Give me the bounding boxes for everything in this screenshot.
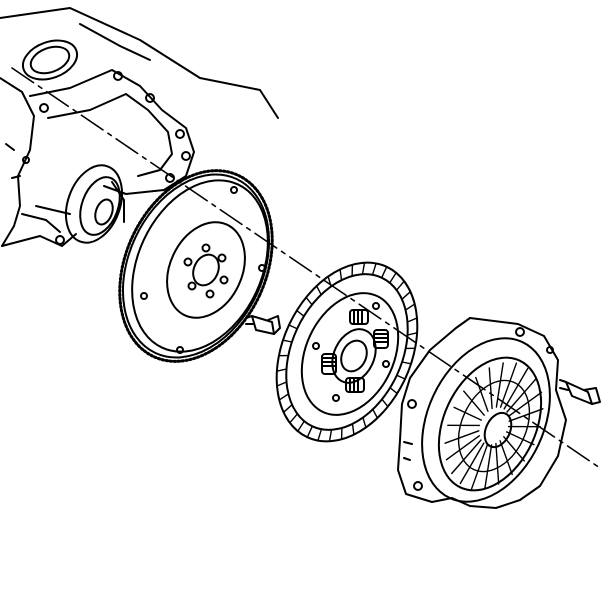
friction-segment-line [401, 361, 412, 365]
crankshaft-flange [64, 164, 125, 244]
diaphragm-finger-line [445, 435, 480, 461]
engine-block [0, 7, 279, 247]
friction-segment-line [306, 425, 313, 438]
diaphragm-finger-line [495, 442, 500, 485]
pressure-plate [397, 317, 567, 509]
diaphragm-finger-line [463, 390, 485, 416]
friction-segment-line [282, 404, 293, 413]
friction-segment-line [315, 285, 322, 296]
diaphragm-finger-line [499, 362, 518, 408]
flywheel-bolt [245, 315, 281, 335]
friction-segment-line [381, 398, 389, 408]
friction-segment-line [327, 275, 332, 288]
diaphragm-finger-line [508, 391, 543, 417]
flywheel [118, 169, 274, 363]
center-axis-line [11, 67, 601, 469]
pressure-plate-bolt [559, 379, 601, 405]
friction-segment-line [381, 266, 388, 279]
friction-segment-line [305, 296, 313, 306]
friction-segment-line [362, 416, 367, 429]
friction-segment-line [297, 420, 305, 432]
diaphragm-finger-line [451, 439, 482, 475]
diaphragm-finger-line [506, 431, 535, 446]
diaphragm-finger-line [503, 436, 525, 462]
diaphragm-finger-line [495, 362, 504, 408]
friction-segment-line [372, 408, 379, 419]
friction-segment-line [276, 368, 288, 372]
diaphragm-finger-line [459, 442, 485, 485]
diaphragm-finger-line [484, 444, 493, 490]
friction-segment-line [288, 324, 298, 330]
friction-segment-line [406, 317, 418, 323]
clutch-disc [275, 261, 419, 443]
friction-segment-line [296, 309, 305, 317]
friction-segment-line [371, 262, 377, 276]
friction-segment-line [406, 332, 418, 336]
friction-segment-line [276, 381, 288, 387]
friction-segment-line [395, 280, 405, 291]
friction-segment-line [328, 429, 333, 442]
diaphragm-finger-line [506, 377, 537, 413]
diaphragm-finger-line [499, 440, 513, 476]
friction-segment-line [289, 413, 299, 424]
friction-segment-line [351, 423, 355, 436]
friction-segment-line [361, 262, 366, 275]
friction-segment-line [339, 268, 343, 281]
diaphragm-finger-line [508, 408, 544, 422]
friction-segment-line [396, 374, 406, 380]
diaphragm-finger-line [503, 367, 529, 410]
friction-segment-line [282, 339, 293, 343]
friction-segment-line [404, 303, 416, 311]
friction-segment-line [278, 393, 290, 401]
friction-segment-line [401, 291, 412, 300]
friction-segment-line [317, 428, 323, 442]
friction-segment-line [389, 272, 397, 284]
friction-segment-line [389, 387, 398, 395]
diaphragm-finger-line [470, 444, 489, 490]
diaphragm-finger-line [488, 367, 493, 410]
diaphragm-finger-line [475, 376, 489, 412]
diaphragm-finger-line [453, 406, 482, 421]
diaphragm-finger-line [444, 430, 480, 444]
